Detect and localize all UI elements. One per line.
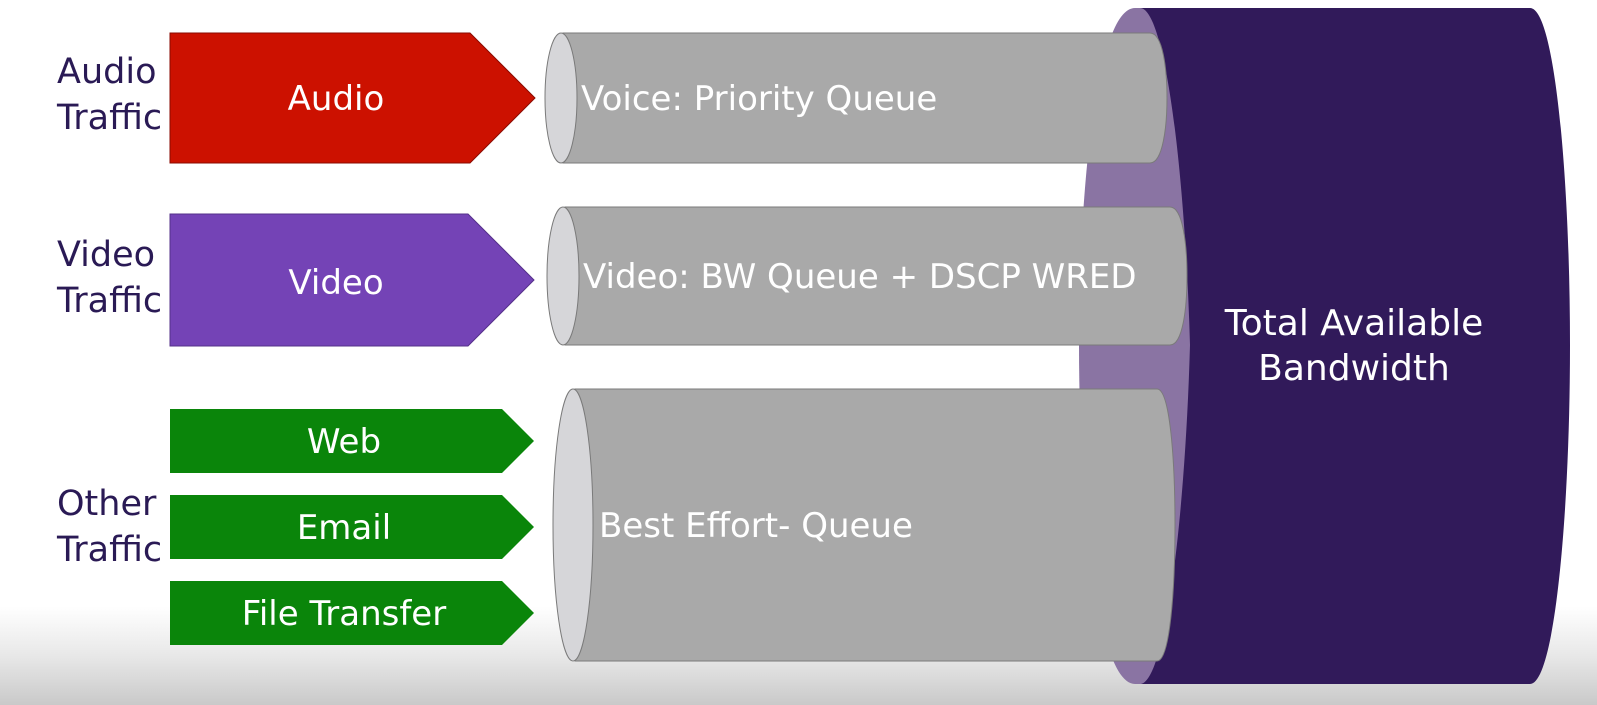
- bandwidth-label-line2: Bandwidth: [1258, 348, 1450, 389]
- bandwidth-cylinder-body: [1140, 8, 1570, 684]
- voice-queue-pipe: Voice: Priority Queue: [544, 32, 1168, 164]
- web-arrow-shape: [170, 409, 534, 473]
- voice-pipe-end: [544, 32, 578, 164]
- voice-pipe-body: [562, 32, 1168, 164]
- voice-queue-label: Voice: Priority Queue: [581, 79, 937, 119]
- video-traffic-label-line2: Traffic: [56, 281, 162, 321]
- email-arrow-shape: [170, 495, 534, 559]
- audio-traffic-label: Audio Traffic: [56, 52, 162, 138]
- video-traffic-label-line1: Video: [57, 235, 155, 275]
- video-pipe-body: [564, 206, 1188, 346]
- audio-arrow-shape: [169, 32, 536, 164]
- email-arrow: Email: [170, 495, 534, 559]
- audio-arrow: Audio: [169, 32, 536, 164]
- other-traffic-label-line1: Other: [57, 484, 157, 524]
- video-queue-pipe: Video: BW Queue + DSCP WRED: [546, 206, 1188, 346]
- file-transfer-arrow: File Transfer: [170, 581, 534, 645]
- audio-traffic-label-line2: Traffic: [56, 98, 162, 138]
- file-transfer-arrow-label: File Transfer: [242, 594, 446, 634]
- best-effort-queue-label: Best Effort- Queue: [599, 506, 913, 546]
- file-transfer-arrow-shape: [170, 581, 534, 645]
- other-traffic-label: Other Traffic: [56, 484, 162, 570]
- web-arrow-label: Web: [307, 422, 381, 462]
- video-arrow-label: Video: [288, 263, 383, 303]
- email-arrow-label: Email: [297, 508, 391, 548]
- audio-arrow-label: Audio: [288, 79, 385, 119]
- web-arrow: Web: [170, 409, 534, 473]
- video-queue-label: Video: BW Queue + DSCP WRED: [583, 257, 1137, 297]
- video-pipe-end: [546, 206, 580, 346]
- video-arrow-shape: [169, 213, 535, 347]
- other-traffic-label-line2: Traffic: [56, 530, 162, 570]
- audio-traffic-label-line1: Audio: [57, 52, 156, 92]
- best-effort-queue-pipe: Best Effort- Queue: [552, 388, 1176, 662]
- video-traffic-label: Video Traffic: [56, 235, 162, 321]
- best-effort-pipe-end: [552, 388, 594, 662]
- best-effort-pipe-body: [574, 388, 1176, 662]
- bandwidth-label-line1: Total Available: [1224, 303, 1483, 344]
- video-arrow: Video: [169, 213, 535, 347]
